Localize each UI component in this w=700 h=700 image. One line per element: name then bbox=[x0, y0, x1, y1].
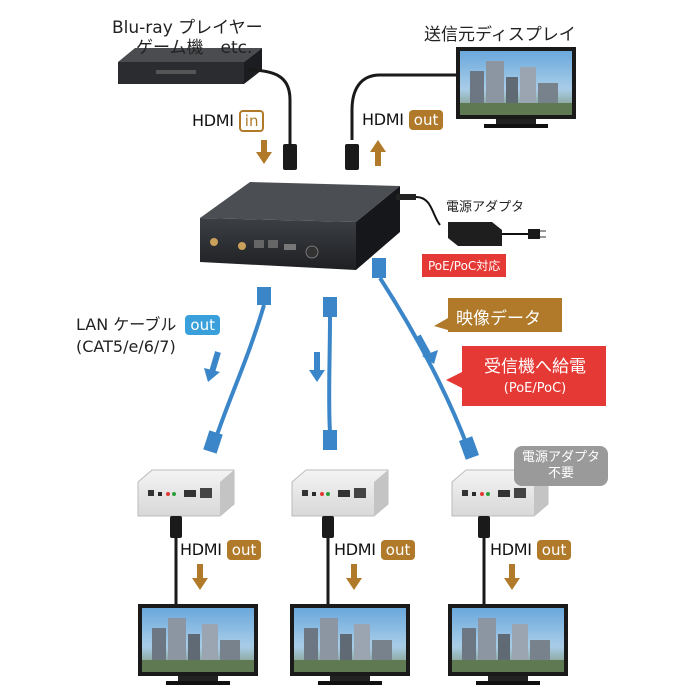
video-data-callout bbox=[434, 298, 562, 332]
receiver-3-hdmi-label: HDMI out bbox=[490, 540, 572, 560]
hdmi-in-badge: in bbox=[238, 110, 265, 132]
lan-cable-line2: (CAT5/e/6/7) bbox=[76, 337, 176, 356]
source-device-line2: ゲーム機 etc. bbox=[136, 38, 253, 58]
monitor-2-icon bbox=[290, 604, 410, 685]
transmitter-device-icon bbox=[200, 182, 400, 270]
receiver-3-hdmi-cable bbox=[478, 516, 490, 604]
lan-cable-label: LAN ケーブル out (CAT5/e/6/7) bbox=[76, 314, 220, 358]
hdmi-in-cable bbox=[247, 68, 297, 170]
lan-out-badge: out bbox=[185, 315, 220, 335]
lan-cable-right bbox=[372, 258, 479, 460]
power-adapter-label: 電源アダプタ bbox=[446, 200, 525, 215]
no-adapter-line2: 不要 bbox=[548, 466, 575, 481]
receiver-3-hdmi-text: HDMI bbox=[490, 540, 532, 559]
hdmi-out-top-badge: out bbox=[408, 110, 444, 130]
power-feed-line1: 受信機へ給電 bbox=[484, 357, 586, 377]
no-adapter-tag: 電源アダプタ 不要 bbox=[514, 446, 609, 486]
hdmi-out-top-label: HDMI out bbox=[362, 110, 444, 130]
hdmi-out-arrow-icon bbox=[370, 140, 386, 166]
receiver-2-hdmi-cable bbox=[322, 516, 334, 604]
power-feed-line2: (PoE/PoC) bbox=[503, 381, 567, 396]
receiver-2-out-arrow-icon bbox=[346, 564, 362, 590]
video-data-label: 映像データ bbox=[456, 309, 541, 329]
source-display-icon bbox=[456, 47, 576, 128]
power-adapter-icon bbox=[396, 194, 546, 246]
receiver-1-out-badge: out bbox=[226, 540, 262, 560]
lan-cable-left bbox=[203, 287, 271, 454]
lan-arrow-left-icon bbox=[204, 351, 221, 382]
receiver-1-hdmi-label: HDMI out bbox=[180, 540, 262, 560]
receiver-1-hdmi-cable bbox=[170, 516, 182, 604]
source-device-line1: Blu-ray プレイヤー bbox=[112, 18, 263, 38]
no-adapter-line1: 電源アダプタ bbox=[522, 450, 601, 465]
monitor-3-icon bbox=[448, 604, 568, 685]
power-feed-callout bbox=[446, 346, 606, 406]
receiver-2-icon bbox=[291, 469, 389, 517]
hdmi-out-cable bbox=[345, 73, 456, 170]
lan-cable-line1: LAN ケーブル bbox=[76, 315, 177, 334]
receiver-2-hdmi-label: HDMI out bbox=[334, 540, 416, 560]
source-display-label: 送信元ディスプレイ bbox=[424, 25, 576, 45]
lan-cable-center bbox=[323, 297, 337, 450]
monitor-1-icon bbox=[138, 604, 258, 685]
power-feed-label: 受信機へ給電 (PoE/PoC) bbox=[470, 352, 600, 396]
receiver-1-hdmi-text: HDMI bbox=[180, 540, 222, 559]
hdmi-in-text: HDMI bbox=[192, 111, 234, 130]
poe-support-tag: PoE/PoC対応 bbox=[422, 254, 507, 277]
hdmi-out-top-text: HDMI bbox=[362, 110, 404, 129]
source-device-label: Blu-ray プレイヤー ゲーム機 etc. bbox=[112, 18, 263, 58]
lan-arrow-right-icon bbox=[415, 334, 438, 364]
hdmi-in-arrow-icon bbox=[256, 140, 272, 164]
bluray-player-icon bbox=[118, 48, 262, 84]
receiver-1-out-arrow-icon bbox=[192, 564, 208, 590]
receiver-3-out-arrow-icon bbox=[504, 564, 520, 590]
receiver-2-hdmi-text: HDMI bbox=[334, 540, 376, 559]
lan-arrow-center-icon bbox=[309, 352, 325, 382]
receiver-2-out-badge: out bbox=[380, 540, 416, 560]
receiver-3-out-badge: out bbox=[536, 540, 572, 560]
hdmi-in-label: HDMI in bbox=[192, 110, 265, 132]
receiver-1-icon bbox=[137, 469, 235, 517]
